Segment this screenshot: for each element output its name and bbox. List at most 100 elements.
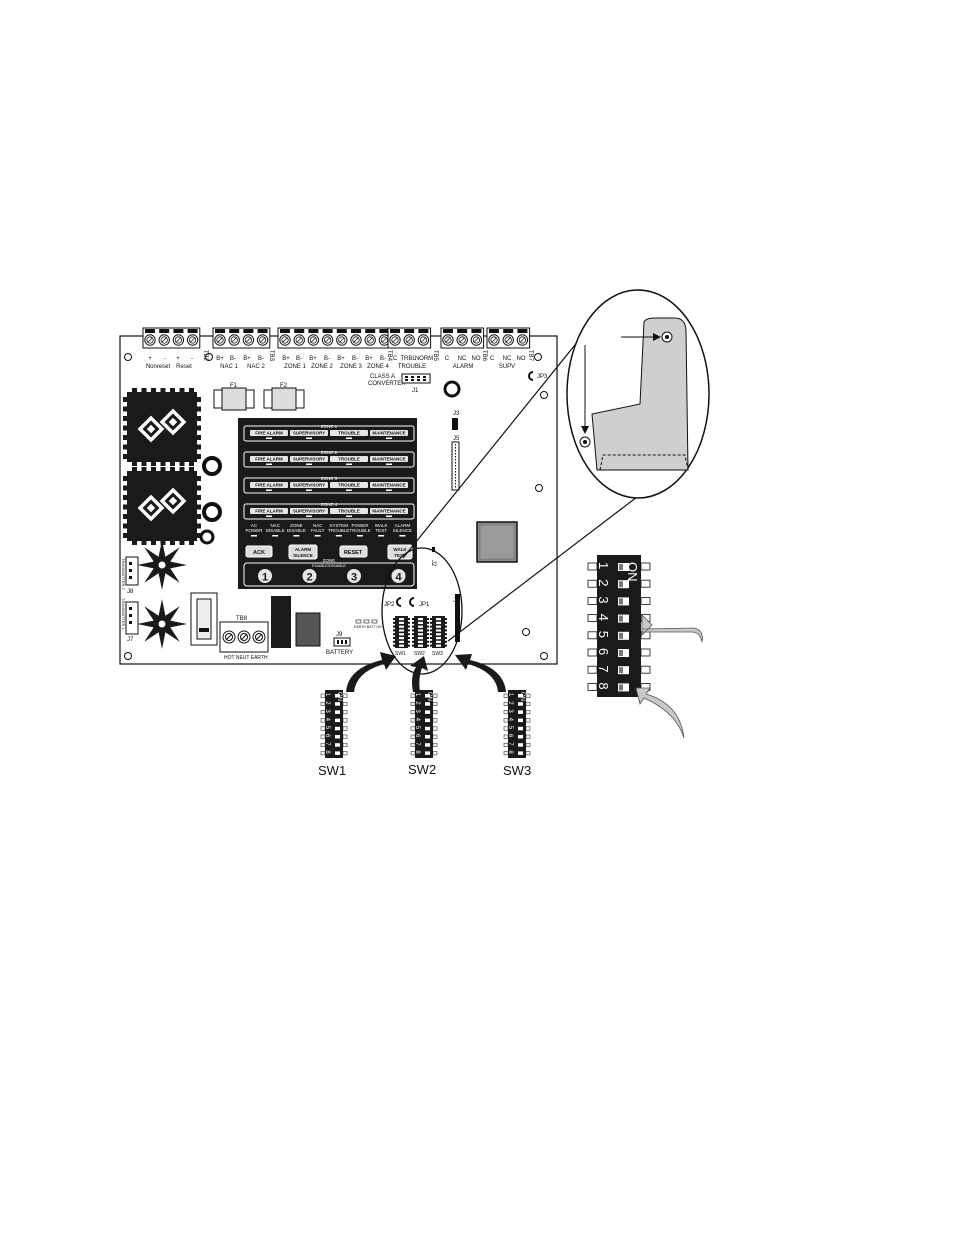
dip-toggle[interactable] bbox=[335, 743, 340, 747]
dip-toggle[interactable] bbox=[425, 710, 430, 714]
zone-led bbox=[346, 489, 352, 491]
terminal-blocks bbox=[142, 327, 531, 349]
zone-1-button-1[interactable]: FIRE ALARM bbox=[250, 430, 288, 439]
heatsink bbox=[123, 467, 201, 545]
dip-toggle[interactable] bbox=[335, 735, 340, 739]
dip-toggle[interactable] bbox=[335, 726, 340, 731]
terminal-screw bbox=[321, 329, 334, 346]
zone-1-button-3[interactable]: TROUBLE bbox=[330, 430, 368, 439]
dip-number: 7 bbox=[414, 742, 420, 746]
zone-led bbox=[346, 463, 352, 465]
dip-number: 2 bbox=[507, 701, 513, 705]
status-label-line1: ZONE bbox=[290, 523, 303, 528]
dip-toggle[interactable] bbox=[425, 702, 430, 706]
dip-toggle[interactable] bbox=[335, 710, 340, 714]
dip-toggle-1[interactable] bbox=[618, 563, 629, 571]
terminal-label: B- bbox=[352, 356, 358, 362]
gray-arrow-1 bbox=[641, 614, 703, 643]
zone-4-button-4[interactable]: MAINTENANCE bbox=[370, 508, 408, 517]
zone-button-label: TROUBLE bbox=[338, 483, 360, 488]
curved-arrow-sw2 bbox=[410, 656, 428, 692]
dip-toggle[interactable] bbox=[335, 702, 340, 706]
zone-button-label: SUPERVISORY bbox=[293, 431, 325, 436]
svg-text:ALARM: ALARM bbox=[295, 547, 311, 552]
sw3-label: SW3 bbox=[503, 763, 531, 778]
dip-toggle[interactable] bbox=[425, 694, 430, 698]
dip-toggle-3[interactable] bbox=[618, 597, 629, 606]
zone-3-button-1[interactable]: FIRE ALARM bbox=[250, 482, 288, 491]
dip-toggle[interactable] bbox=[518, 735, 523, 739]
dip-toggle[interactable] bbox=[425, 743, 430, 747]
screw-top bbox=[661, 331, 673, 343]
dip-number: 8 bbox=[596, 682, 611, 689]
tb6-label: TB6 bbox=[481, 350, 487, 362]
dip-toggle[interactable] bbox=[335, 718, 340, 723]
j7-connector: J7 TRANSMITTER 1 bbox=[121, 598, 139, 643]
dip-number: 1 bbox=[324, 693, 330, 697]
dip-toggle[interactable] bbox=[425, 751, 430, 755]
zone-1-button-4[interactable]: MAINTENANCE bbox=[370, 430, 408, 439]
zone-enable-number: 4 bbox=[395, 572, 402, 584]
dip-toggle[interactable] bbox=[335, 751, 340, 755]
dip-toggle-4[interactable] bbox=[618, 614, 629, 623]
dip-toggle[interactable] bbox=[518, 694, 523, 698]
zone-2-button-3[interactable]: TROUBLE bbox=[330, 456, 368, 465]
dip-toggle[interactable] bbox=[425, 726, 430, 731]
zone-4-button-1[interactable]: FIRE ALARM bbox=[250, 508, 288, 517]
zone-led bbox=[306, 437, 312, 439]
fuse-2: F2 bbox=[263, 383, 305, 411]
terminal-screw bbox=[378, 329, 391, 346]
zone-enable-button-1[interactable]: 1 bbox=[258, 569, 272, 584]
zone-1-button-2[interactable]: SUPERVISORY bbox=[290, 430, 328, 439]
dip-toggle[interactable] bbox=[425, 735, 430, 739]
zone-2-button-2[interactable]: SUPERVISORY bbox=[290, 456, 328, 465]
zone-enable-button-4[interactable]: 4 bbox=[391, 569, 406, 584]
zone-enable-button-2[interactable]: 2 bbox=[302, 569, 317, 584]
dip-toggle-5[interactable] bbox=[618, 631, 629, 640]
dip-toggle-8[interactable] bbox=[618, 683, 629, 692]
zone-button-label: FIRE ALARM bbox=[255, 509, 283, 514]
dip-toggle[interactable] bbox=[518, 751, 523, 755]
zone-3-button-2[interactable]: SUPERVISORY bbox=[290, 482, 328, 491]
dip-toggle-6[interactable] bbox=[618, 649, 629, 657]
board-dip-sw2 bbox=[412, 616, 429, 648]
zone-enable-button-3[interactable]: 3 bbox=[347, 569, 361, 584]
dip-toggle[interactable] bbox=[518, 710, 523, 714]
walk-test-key[interactable]: WALK TEST bbox=[387, 544, 413, 560]
dip-number: 1 bbox=[596, 562, 611, 569]
svg-text:WALK: WALK bbox=[393, 547, 407, 552]
dip-toggle[interactable] bbox=[518, 718, 523, 723]
zone-3-button-3[interactable]: TROUBLE bbox=[330, 482, 368, 491]
dip-pin-left bbox=[587, 631, 598, 640]
zone-3-button-4[interactable]: MAINTENANCE bbox=[370, 482, 408, 491]
zone-button-label: SUPERVISORY bbox=[293, 509, 325, 514]
terminal-group-label: ZONE 3 bbox=[340, 364, 362, 370]
ack-key[interactable]: ACK bbox=[245, 545, 273, 558]
ring-left-1 bbox=[202, 456, 222, 476]
callout-line-1 bbox=[402, 334, 584, 559]
dip-toggle[interactable] bbox=[518, 726, 523, 731]
dip-toggle-7[interactable] bbox=[618, 666, 629, 675]
alarm-silence-key[interactable]: ALARM SILENCE bbox=[288, 544, 318, 560]
zone-4-button-2[interactable]: SUPERVISORY bbox=[290, 508, 328, 517]
j3-connector bbox=[452, 418, 458, 430]
zone-2-button-1[interactable]: FIRE ALARM bbox=[250, 456, 288, 465]
dip-toggle-2[interactable] bbox=[618, 580, 629, 589]
fuse-1: F1 bbox=[213, 383, 255, 411]
zone-2-button-4[interactable]: MAINTENANCE bbox=[370, 456, 408, 465]
dip-toggle[interactable] bbox=[518, 743, 523, 747]
zone-4-button-3[interactable]: TROUBLE bbox=[330, 508, 368, 517]
dip-number: 4 bbox=[507, 718, 513, 722]
dip-toggle[interactable] bbox=[518, 702, 523, 706]
dip-toggle[interactable] bbox=[335, 694, 340, 698]
dip-number: 5 bbox=[596, 631, 611, 638]
tb7-label: TB7 bbox=[527, 350, 533, 362]
terminal-group-label: ZONE 4 bbox=[367, 364, 389, 370]
dip-number: 8 bbox=[414, 750, 420, 754]
dip-pin-left bbox=[587, 683, 598, 691]
dip-toggle[interactable] bbox=[425, 718, 430, 723]
reset-key[interactable]: RESET bbox=[339, 545, 368, 558]
dip-number: 5 bbox=[507, 726, 513, 730]
